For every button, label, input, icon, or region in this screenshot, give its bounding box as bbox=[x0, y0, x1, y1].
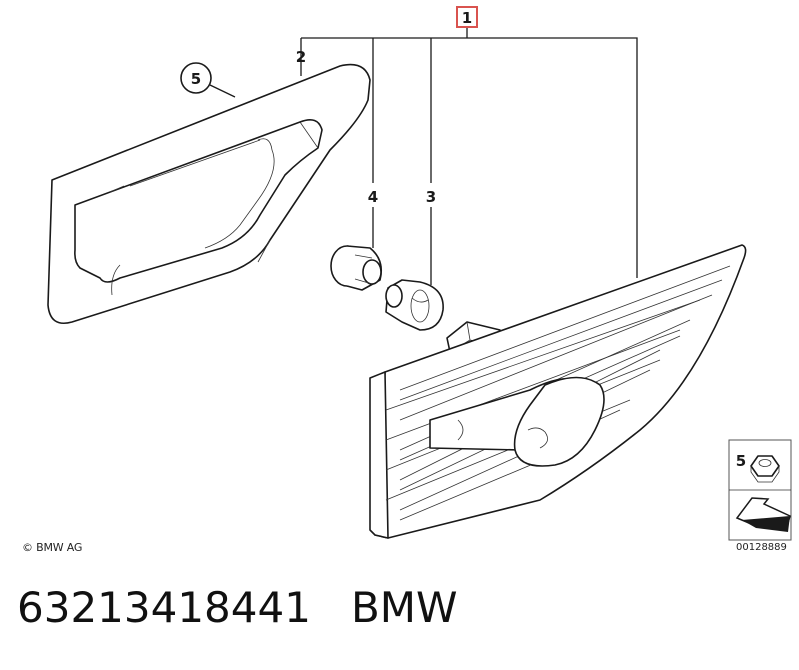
callout-5-circle bbox=[180, 62, 212, 94]
inset-panel bbox=[728, 439, 792, 541]
callout-1: 1 bbox=[462, 9, 472, 27]
arrow-icon bbox=[735, 497, 791, 532]
callout-labels: 1 2 3 4 5 5 bbox=[180, 6, 746, 470]
callout-3: 3 bbox=[426, 188, 436, 206]
bulb-part bbox=[385, 279, 444, 331]
exploded-parts-diagram: 1 2 3 4 5 5 bbox=[47, 6, 792, 541]
callout-4: 4 bbox=[368, 188, 378, 206]
rear-light-housing-part bbox=[369, 244, 747, 539]
gasket-part bbox=[47, 63, 371, 324]
callout-leader-lines bbox=[209, 28, 638, 285]
callout-5: 5 bbox=[191, 70, 201, 88]
part-number-title: 63213418441 BMW bbox=[17, 583, 458, 632]
nut-icon bbox=[750, 455, 780, 483]
bulb-socket-part bbox=[330, 245, 383, 291]
copyright-text: © BMW AG bbox=[22, 541, 83, 554]
diagram-id: 00128889 bbox=[736, 542, 787, 553]
callout-5-inset: 5 bbox=[736, 452, 746, 470]
callout-2: 2 bbox=[296, 48, 306, 66]
callout-1-box bbox=[456, 6, 478, 28]
